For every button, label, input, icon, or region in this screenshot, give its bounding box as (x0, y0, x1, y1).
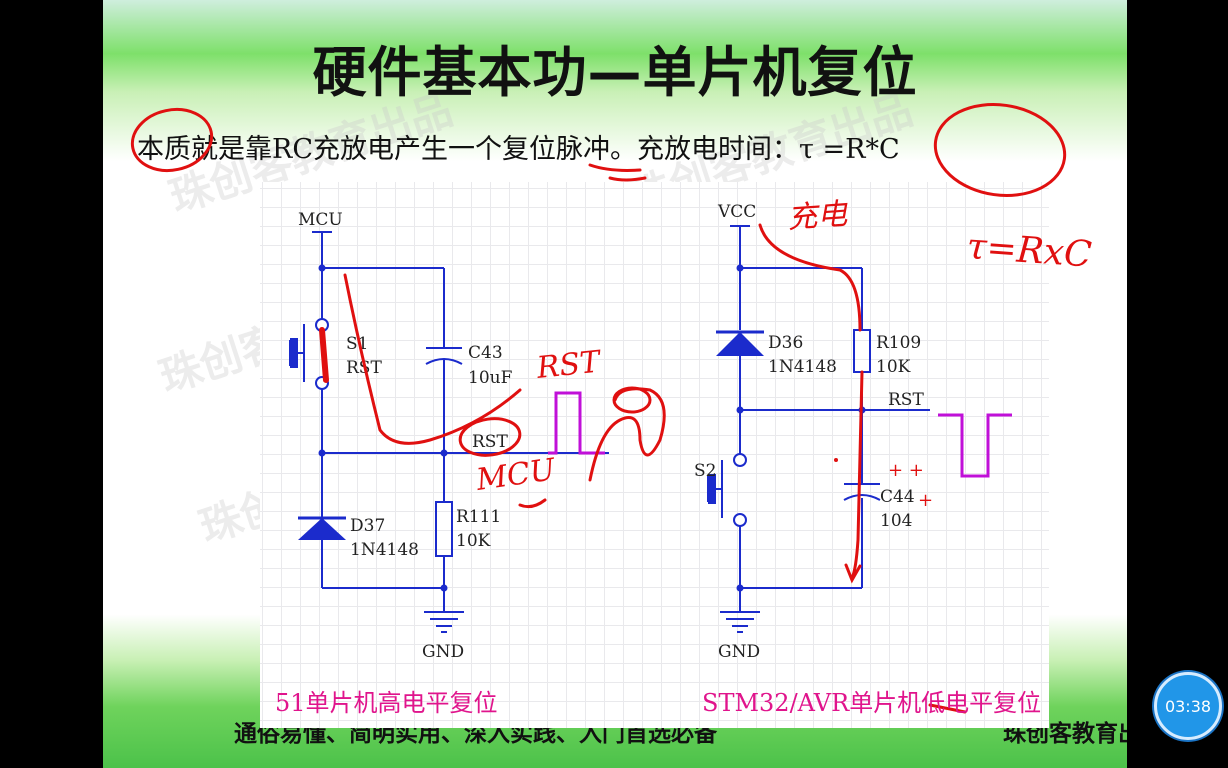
r109-ref: R109 (876, 333, 921, 353)
d37-value: 1N4148 (350, 540, 419, 560)
switch-s2-handle (708, 474, 716, 504)
right-reset-pulse (938, 413, 1012, 478)
left-reset-pulse (548, 391, 605, 455)
left-power-label: MCU (298, 210, 343, 230)
slide-title: 硬件基本功—单片机复位 (312, 41, 918, 104)
d36-ref: D36 (768, 333, 803, 353)
junction-dot (318, 449, 326, 457)
s1-ref: S1 (346, 334, 368, 354)
right-circuit-caption: STM32/AVR单片机低电平复位 (702, 689, 1042, 717)
left-net-rst: RST (472, 432, 508, 452)
handwriting-dot (834, 458, 838, 462)
d36-value: 1N4148 (768, 357, 837, 377)
schematic-panel (260, 182, 1049, 728)
right-net-rst: RST (888, 390, 924, 410)
handwriting-rst: RST (534, 344, 603, 386)
diode-d36-symbol (716, 332, 764, 356)
handwriting-plus: + + (888, 460, 924, 481)
c44-ref: C44 (880, 487, 915, 507)
right-circuit-wires (707, 225, 930, 633)
left-ground-label: GND (422, 642, 464, 662)
diode-d37-symbol (298, 518, 346, 540)
c43-ref: C43 (468, 343, 503, 363)
junction-dot (736, 264, 744, 272)
switch-s2-contact (733, 513, 747, 527)
handwriting-plus: + (918, 490, 933, 511)
junction-dot (440, 584, 448, 592)
handwritten-annotations (130, 103, 1067, 714)
handwriting-charge: 充电 (786, 197, 850, 236)
video-timer-button[interactable]: 03:38 (1154, 672, 1222, 740)
junction-dot (736, 406, 744, 414)
r111-value: 10K (456, 531, 491, 551)
r111-ref: R111 (456, 507, 501, 527)
c43-value: 10uF (468, 368, 513, 388)
slide-subtitle: 本质就是靠RC充放电产生一个复位脉冲。充放电时间：τ =R*C (137, 134, 900, 165)
c44-value: 104 (880, 511, 912, 531)
r109-value: 10K (876, 357, 911, 377)
switch-s2-contact (733, 453, 747, 467)
junction-dot (440, 449, 448, 457)
handwriting-mcu: MCU (473, 452, 559, 498)
switch-s1-handle (290, 338, 298, 368)
left-circuit-caption: 51单片机高电平复位 (275, 689, 498, 717)
junction-dot (318, 264, 326, 272)
left-circuit-wires (289, 231, 609, 633)
right-ground-label: GND (718, 642, 760, 662)
d37-ref: D37 (350, 516, 385, 536)
handwriting-tau: τ=RxC (965, 226, 1093, 276)
s2-ref: S2 (694, 461, 716, 481)
junction-dot (736, 584, 744, 592)
right-power-label: VCC (717, 202, 756, 222)
